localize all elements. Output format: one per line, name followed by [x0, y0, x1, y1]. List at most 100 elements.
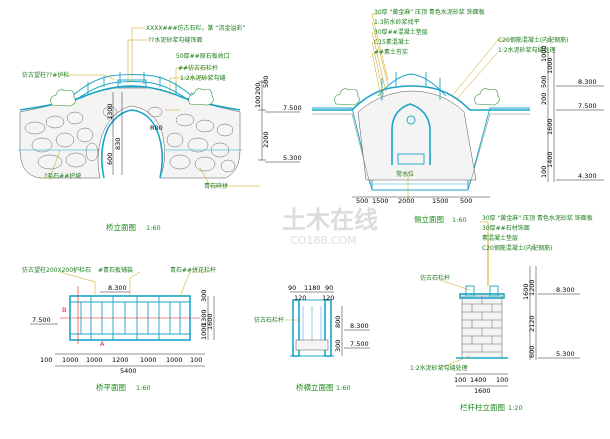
- front-label-2: 仿古望柱??#护栏: [22, 71, 69, 79]
- svg-text:1000: 1000: [140, 356, 157, 364]
- svg-text:8.300: 8.300: [350, 322, 369, 330]
- section-deck: [295, 339, 329, 351]
- front-label-3: 50厚##原石板收口: [176, 52, 230, 60]
- svg-text:1300: 1300: [200, 309, 208, 326]
- side-water-label: 常水位: [396, 170, 414, 178]
- front-arch-opening: [100, 109, 164, 179]
- svg-text:1000: 1000: [540, 45, 548, 62]
- svg-text:100: 100: [190, 356, 202, 364]
- svg-text:90: 90: [325, 284, 333, 292]
- svg-text:100: 100: [454, 376, 466, 384]
- svg-text:1400: 1400: [546, 151, 554, 168]
- plan-label-1: #青石板铺装: [98, 266, 133, 274]
- pillar-label-5: 1:2水泥砂浆勾缝处理: [410, 364, 468, 372]
- side-label-5: C20钢筋混凝土(内配钢筋): [498, 36, 569, 44]
- front-plaque: [117, 79, 147, 88]
- front-right-dims: 100 200 500 2200 7.500 5.300: [254, 76, 302, 163]
- svg-text:500: 500: [540, 76, 548, 88]
- svg-text:200: 200: [254, 83, 262, 95]
- front-bush-right: [188, 88, 214, 106]
- side-posts: [381, 72, 441, 100]
- section-top-dims: 90 1180 90 120 120: [288, 284, 334, 302]
- svg-text:100: 100: [254, 96, 262, 108]
- front-bush-left: [50, 89, 76, 107]
- front-dim-600: 600: [106, 153, 114, 165]
- front-title: 桥立面图: [106, 222, 136, 232]
- svg-text:500: 500: [262, 76, 270, 88]
- plan-leader-1: [129, 271, 141, 296]
- pillar-cap-right: [489, 285, 499, 297]
- pillar-scale: 1:20: [508, 404, 523, 412]
- svg-text:1600: 1600: [206, 313, 214, 330]
- side-elevation: 30厚 "黄金麻" 压顶 青色水泥砂浆 饰面板 1:3防水砂浆找平 30厚##混…: [312, 8, 604, 224]
- svg-text:500: 500: [460, 197, 472, 205]
- svg-text:8.300: 8.300: [556, 286, 575, 294]
- svg-text:300: 300: [334, 340, 342, 352]
- svg-text:120: 120: [294, 294, 306, 302]
- plan-bottom-dims: 100 1000 1000 1200 1000 1000 100 5400: [40, 353, 205, 375]
- watermark-sub: CO188.COM: [290, 234, 357, 247]
- front-railing-mid: [71, 81, 193, 104]
- side-pier: [357, 90, 477, 181]
- pillar-label-0: 30厚 "黄金麻" 压顶 青色水泥砂浆 饰面板: [482, 214, 593, 222]
- front-dim-830: 830: [114, 138, 122, 150]
- front-elevation: XXXX###仿古石栏，篆 “流金溢彩” ??水泥砂浆勾缝饰面 仿古望柱??#护…: [18, 24, 302, 232]
- front-label-1: ??水泥砂浆勾缝饰面: [148, 36, 202, 44]
- side-label-4: ##素土夯实: [374, 48, 408, 56]
- front-vertical-dims: 1300 830 600: [106, 92, 123, 175]
- side-water-box: [397, 153, 425, 165]
- plan-elev-left: 7.500: [32, 316, 51, 324]
- svg-text:1600: 1600: [522, 283, 530, 300]
- plan-scale: 1:60: [136, 384, 151, 392]
- plan-label-2: 青石##拼花栏杆: [170, 266, 216, 274]
- svg-text:8.300: 8.300: [578, 78, 597, 86]
- svg-text:1000: 1000: [546, 57, 554, 74]
- svg-text:2120: 2120: [528, 315, 536, 332]
- side-deck: [312, 85, 530, 111]
- front-label-5: 1:2水泥砂浆勾缝: [180, 74, 226, 82]
- front-elev-7500: 7.500: [283, 104, 302, 112]
- side-label-0: 30厚 "黄金麻" 压顶 青色水泥砂浆 饰面板: [374, 8, 485, 16]
- svg-text:300: 300: [200, 290, 208, 302]
- pillar-label-3: C20钢筋混凝土(内配钢筋): [482, 244, 553, 252]
- svg-text:100: 100: [496, 376, 508, 384]
- svg-text:5.300: 5.300: [556, 350, 575, 358]
- side-foundation: [371, 180, 469, 191]
- side-hatching: [312, 113, 530, 185]
- svg-text:7.500: 7.500: [578, 102, 597, 110]
- side-arch-opening: [391, 103, 431, 165]
- plan-label-0: 仿古望柱200X200护栏石: [22, 266, 91, 274]
- plan-right-dims: 300 1300 1000 1600: [200, 290, 215, 340]
- svg-text:600: 600: [528, 346, 536, 358]
- side-label-6: 1:2水泥砂浆勾缝处理: [498, 46, 556, 54]
- svg-text:800: 800: [334, 316, 342, 328]
- side-label-3: C15素混凝土: [374, 38, 410, 46]
- pillar-total: 1600: [474, 387, 491, 395]
- side-label-1: 1:3防水砂浆找平: [374, 18, 420, 26]
- pillar-cap-left: [465, 285, 475, 297]
- pillar-cap-slab: [459, 293, 505, 299]
- side-title: 侧立面图: [414, 214, 444, 224]
- pillar-bottom-dims: 100 1400 100 1600: [454, 373, 508, 395]
- side-scale: 1:60: [452, 216, 467, 224]
- front-label-0: XXXX###仿古石栏，篆 “流金溢彩”: [146, 24, 246, 32]
- pillar-detail: 30厚 "黄金麻" 压顶 青色水泥砂浆 饰面板 30厚##石材饰面 素混凝土垫层…: [410, 214, 593, 412]
- front-scale: 1:60: [146, 224, 161, 232]
- front-label-7: ?毛石##护坡: [44, 172, 81, 180]
- svg-text:100: 100: [540, 166, 548, 178]
- svg-text:100: 100: [40, 356, 52, 364]
- front-arch-radius: R00: [150, 124, 163, 132]
- section-bars: [302, 306, 322, 340]
- plan-title: 桥平面图: [96, 382, 126, 392]
- svg-text:2200: 2200: [262, 131, 270, 148]
- svg-text:1600: 1600: [546, 118, 554, 135]
- svg-text:90: 90: [288, 284, 296, 292]
- plan-elev: 8.300: [108, 284, 127, 292]
- svg-text:7.500: 7.500: [350, 340, 369, 348]
- pillar-title: 栏杆柱立面图: [460, 402, 505, 412]
- svg-text:120: 120: [322, 294, 334, 302]
- plan-sec-b: B: [62, 306, 66, 314]
- plan-total: 5400: [120, 367, 137, 375]
- pillar-brick-lines: [462, 296, 502, 353]
- side-railing: [377, 73, 447, 97]
